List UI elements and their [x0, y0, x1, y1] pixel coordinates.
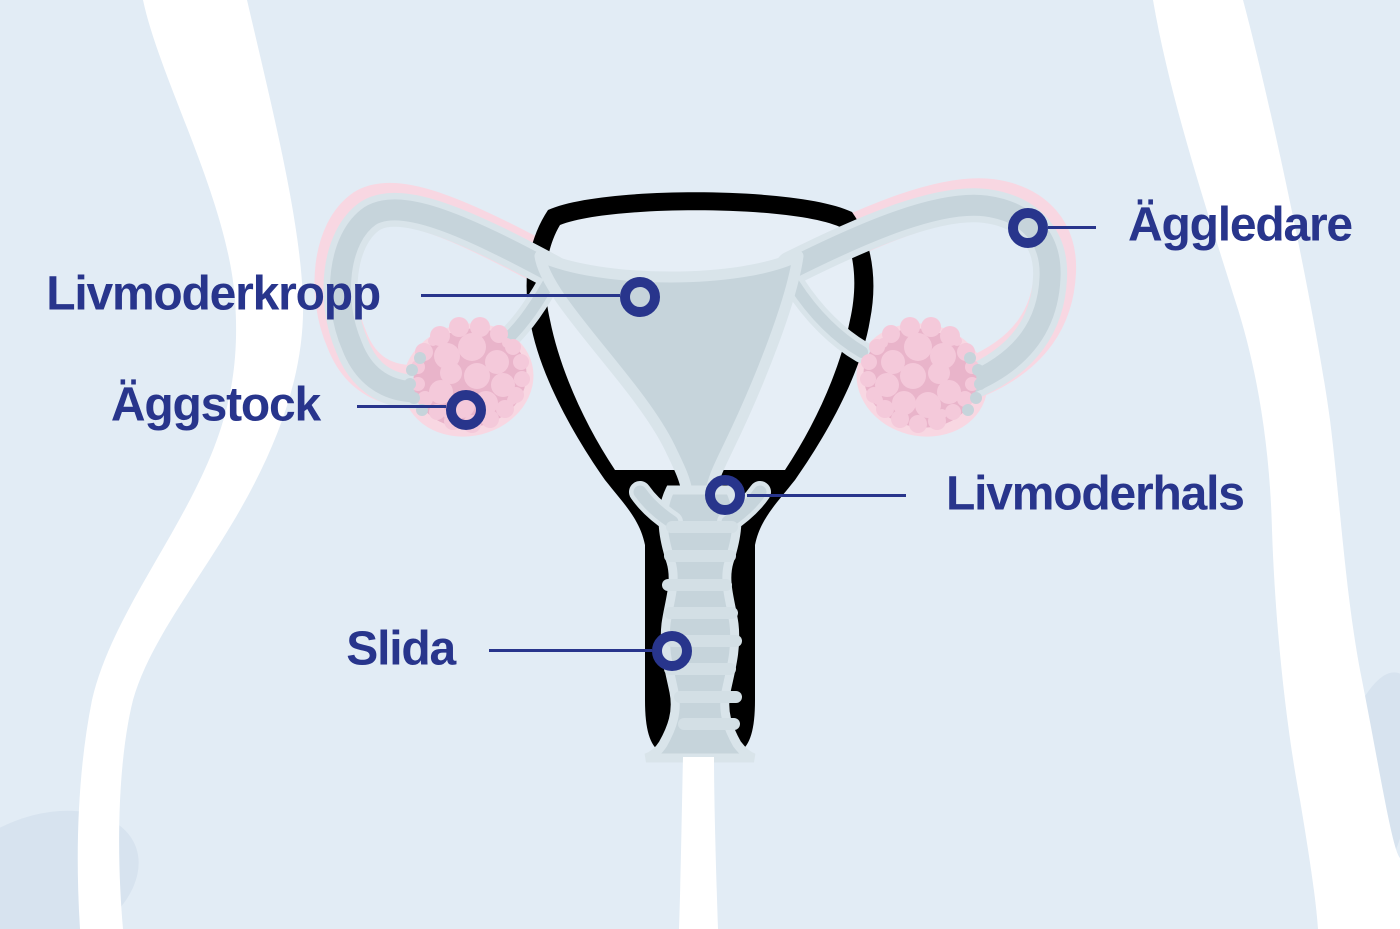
- fimbriae: [404, 352, 428, 416]
- label-livmoderhals: Livmoderhals: [946, 467, 1245, 521]
- livmoderkropp-marker-ring-icon: [620, 277, 660, 317]
- aggledare-marker-ring-icon: [1008, 208, 1048, 248]
- right-leg-shape: [1153, 0, 1400, 929]
- livmoderkropp-callout-line: [421, 294, 620, 297]
- cervix-vagina: [629, 481, 771, 763]
- uterus-body-shape: [534, 250, 804, 498]
- label-livmoderkropp: Livmoderkropp: [46, 267, 381, 321]
- slida-callout-line: [489, 649, 652, 652]
- aggstock-marker-ring-icon: [446, 390, 486, 430]
- between-legs-gap: [679, 757, 718, 929]
- body-silhouette: [77, 0, 1400, 929]
- label-aggstock: Äggstock: [110, 378, 321, 432]
- slida-marker-ring-icon: [652, 631, 692, 671]
- aggledare-callout-line: [1048, 226, 1096, 229]
- aggstock-callout-line: [357, 405, 446, 408]
- left-fallopian-tube: [329, 199, 563, 403]
- livmoderhals-callout-line: [747, 494, 906, 497]
- livmoderhals-marker-ring-icon: [705, 475, 745, 515]
- left-leg-shape: [77, 0, 304, 929]
- label-slida: Slida: [346, 622, 456, 676]
- label-aggledare: Äggledare: [1128, 198, 1353, 252]
